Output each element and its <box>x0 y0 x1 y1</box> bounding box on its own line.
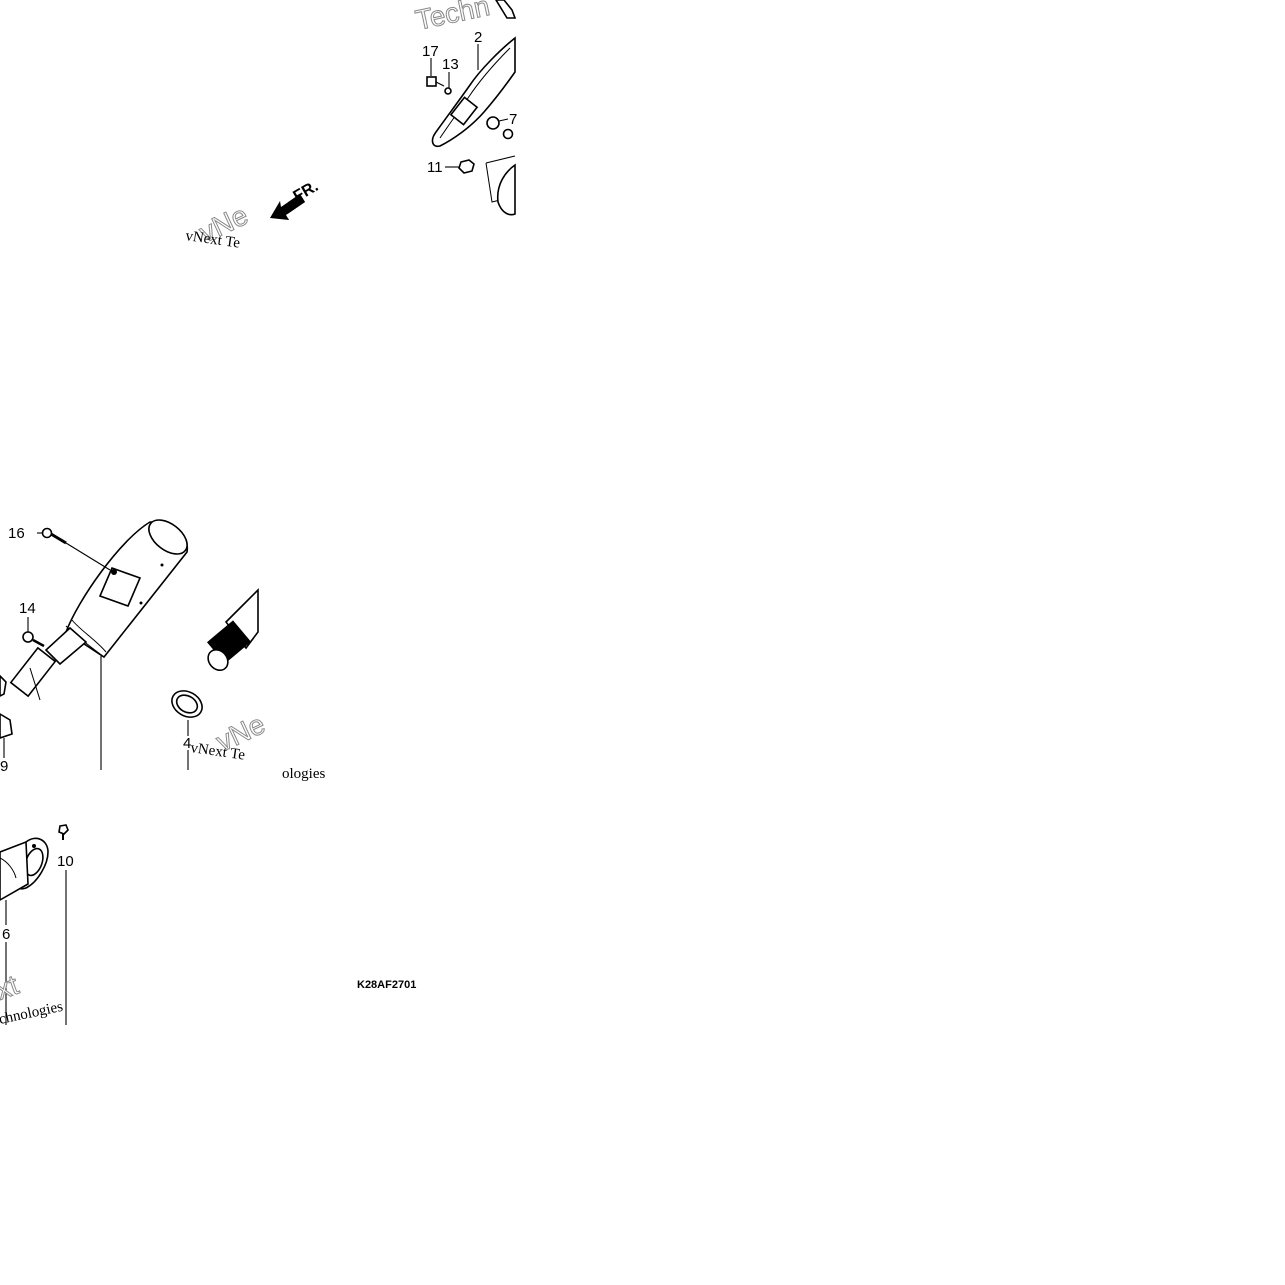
callout-10: 10 <box>57 853 74 870</box>
bolt-14-part <box>22 631 45 648</box>
watermark-xt-bottom: xt <box>0 969 23 1006</box>
heat-shield-edge <box>439 47 511 139</box>
bolt-16-part <box>41 527 67 545</box>
collar-7-part <box>486 116 500 130</box>
bracket-line <box>485 155 516 164</box>
inlet-pipe-part <box>44 626 88 666</box>
callout-11: 11 <box>427 159 443 176</box>
collar-9-part <box>0 713 13 739</box>
callout-14: 14 <box>19 600 36 617</box>
collar-7b-part <box>502 128 514 140</box>
muffler-mount-part <box>98 566 142 608</box>
inlet-flange-part <box>9 646 57 698</box>
muffler-band-line <box>71 619 107 653</box>
nut-11-part <box>458 159 475 174</box>
exhaust-pipe-part <box>0 840 29 901</box>
heat-shield-group: 17 13 2 7 11 Techn <box>412 0 517 216</box>
bolt-10-part <box>58 824 69 840</box>
callout-6: 6 <box>2 926 10 943</box>
drawing-code: K28AF2701 <box>357 979 416 991</box>
callout-4: 4 <box>183 735 191 752</box>
mount-hole <box>111 569 117 575</box>
washer-13-part <box>444 87 452 95</box>
muffler-end-part <box>496 163 516 216</box>
callout-9: 9 <box>0 758 8 775</box>
watermark-ologies-mid: ologies <box>282 766 325 782</box>
watermark-vnext-mid: vNext Te <box>189 740 246 764</box>
exhaust-pipe-group: 10 6 xt chnologies <box>0 824 74 1028</box>
bolt-17-part <box>426 76 445 87</box>
callout-13: 13 <box>442 56 459 73</box>
callout-2: 2 <box>474 29 482 46</box>
callout-7: 7 <box>509 111 517 128</box>
callout-16: 16 <box>8 525 25 542</box>
watermark-vnext-top: vNext Te <box>184 228 241 252</box>
watermark-chnologies-bottom: chnologies <box>0 999 65 1028</box>
top-clip-part <box>495 0 517 19</box>
gasket-9-part <box>0 674 7 697</box>
muffler-assembly: 16 14 9 4 vNe vNext Te ologies <box>0 519 325 782</box>
joint-pipe-part <box>206 588 259 672</box>
front-arrow-head-icon <box>270 194 305 220</box>
heat-shield-slot <box>449 96 479 126</box>
callout-17: 17 <box>422 43 439 60</box>
muffler-end-cap <box>148 519 188 555</box>
